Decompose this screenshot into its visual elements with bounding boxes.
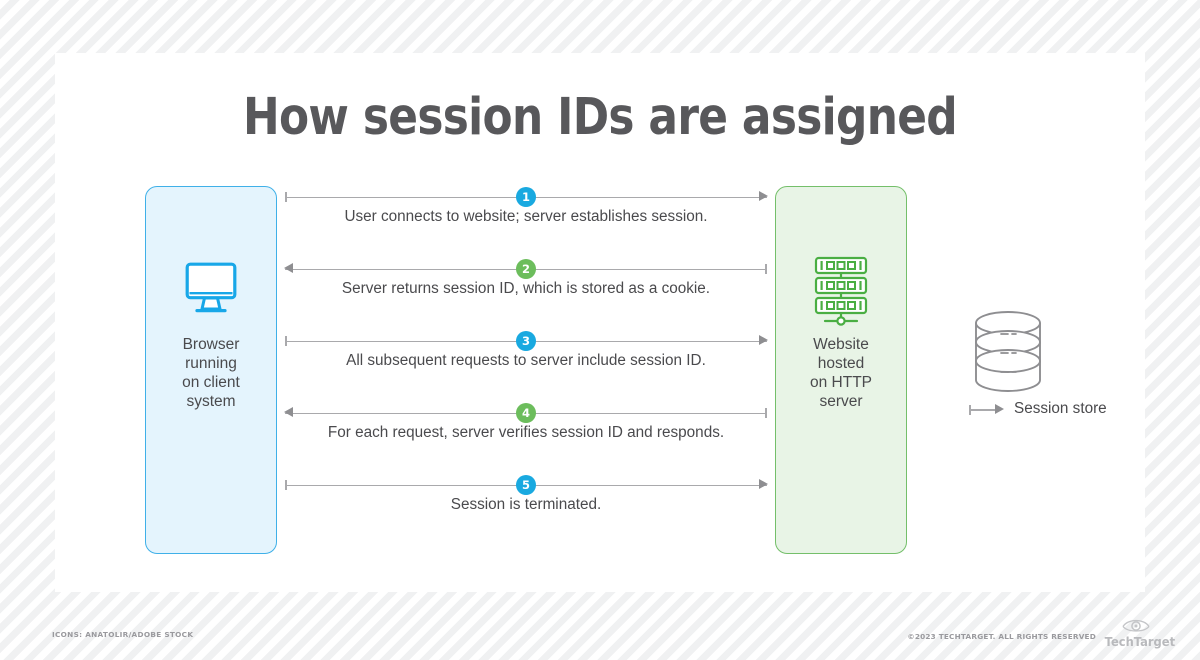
step-caption-3: All subsequent requests to server includ… — [346, 352, 706, 369]
session-store-arrow — [967, 404, 1005, 416]
step-badge-2: 2 — [516, 258, 536, 279]
page-title: How session IDs are assigned — [242, 88, 958, 147]
step-badge-4: 4 — [516, 402, 536, 423]
flow-arrow-2: 2 — [277, 258, 775, 280]
flow-step-4: 4 For each request, server verifies sess… — [277, 402, 775, 458]
flow-step-1: 1 User connects to website; server estab… — [277, 186, 775, 242]
flow-arrow-5: 5 — [277, 474, 775, 496]
flow-arrow-3: 3 — [277, 330, 775, 352]
server-node: Website hosted on HTTP server — [775, 186, 907, 554]
flow-steps: 1 User connects to website; server estab… — [277, 186, 775, 554]
flow-step-5: 5 Session is terminated. — [277, 474, 775, 530]
database-icon — [971, 309, 1045, 398]
icon-credit: ICONS: ANATOLIR/ADOBE STOCK — [52, 630, 194, 639]
flow-step-3: 3 All subsequent requests to server incl… — [277, 330, 775, 386]
flow-arrow-4: 4 — [277, 402, 775, 424]
server-rack-icon — [813, 255, 869, 327]
arrow-head-left-icon — [284, 263, 293, 274]
copyright-notice: ©2023 TECHTARGET. ALL RIGHTS RESERVED — [907, 632, 1096, 641]
arrow-head-left-icon — [284, 407, 293, 418]
arrow-head-right-icon — [759, 335, 768, 346]
step-caption-4: For each request, server verifies sessio… — [327, 424, 725, 441]
client-node-label: Browser running on client system — [182, 336, 240, 410]
session-store-node: Session store — [907, 186, 1107, 554]
step-badge-3: 3 — [516, 330, 536, 351]
arrow-tail-tick — [285, 480, 287, 490]
session-store-label: Session store — [1014, 400, 1107, 417]
arrow-head-right-icon — [759, 479, 768, 490]
brand-wordmark: TechTarget — [1104, 634, 1176, 649]
arrow-tail-tick — [765, 408, 767, 418]
step-badge-5: 5 — [516, 474, 536, 495]
step-caption-1: User connects to website; server establi… — [344, 208, 708, 225]
arrow-tail-tick — [285, 192, 287, 202]
monitor-icon — [185, 255, 237, 327]
diagram-card: How session IDs are assigned Browser run… — [55, 53, 1145, 592]
arrow-tail-tick — [285, 336, 287, 346]
techtarget-logo: TechTarget — [1102, 617, 1176, 651]
flow-step-2: 2 Server returns session ID, which is st… — [277, 258, 775, 314]
client-node: Browser running on client system — [145, 186, 277, 554]
step-badge-1: 1 — [516, 186, 536, 207]
server-node-label: Website hosted on HTTP server — [809, 336, 872, 410]
arrow-head-right-icon — [995, 404, 1004, 415]
step-caption-5: Session is terminated. — [450, 496, 602, 513]
arrow-tail-tick — [765, 264, 767, 274]
step-caption-2: Server returns session ID, which is stor… — [341, 280, 711, 297]
flow-arrow-1: 1 — [277, 186, 775, 208]
arrow-tail-tick — [969, 405, 971, 415]
arrow-line — [969, 409, 997, 411]
arrow-head-right-icon — [759, 191, 768, 202]
eye-target-icon — [1121, 617, 1151, 638]
